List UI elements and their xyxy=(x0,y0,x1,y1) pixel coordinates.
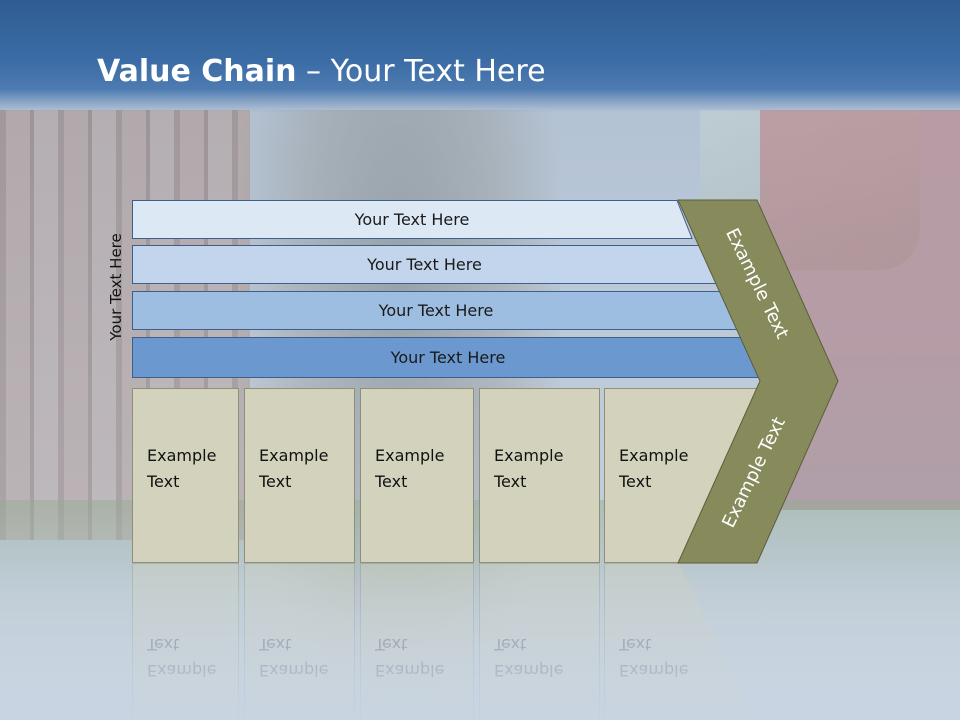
example-box-2-label: Example Text xyxy=(259,446,329,491)
slide-title[interactable]: Value Chain – Your Text Here xyxy=(97,54,546,89)
reflection-fade xyxy=(0,563,960,720)
chevron-shape xyxy=(677,199,839,564)
title-bold: Value Chain xyxy=(97,54,297,89)
title-bar xyxy=(0,0,960,112)
example-box-3[interactable]: Example Text xyxy=(360,388,474,563)
example-box-4-label: Example Text xyxy=(494,446,564,491)
example-box-2[interactable]: Example Text xyxy=(244,388,355,563)
example-box-3-label: Example Text xyxy=(375,446,445,491)
example-box-4[interactable]: Example Text xyxy=(479,388,600,563)
example-box-1[interactable]: Example Text xyxy=(132,388,239,563)
title-rest: – Your Text Here xyxy=(296,54,546,89)
example-box-1-label: Example Text xyxy=(147,446,217,491)
